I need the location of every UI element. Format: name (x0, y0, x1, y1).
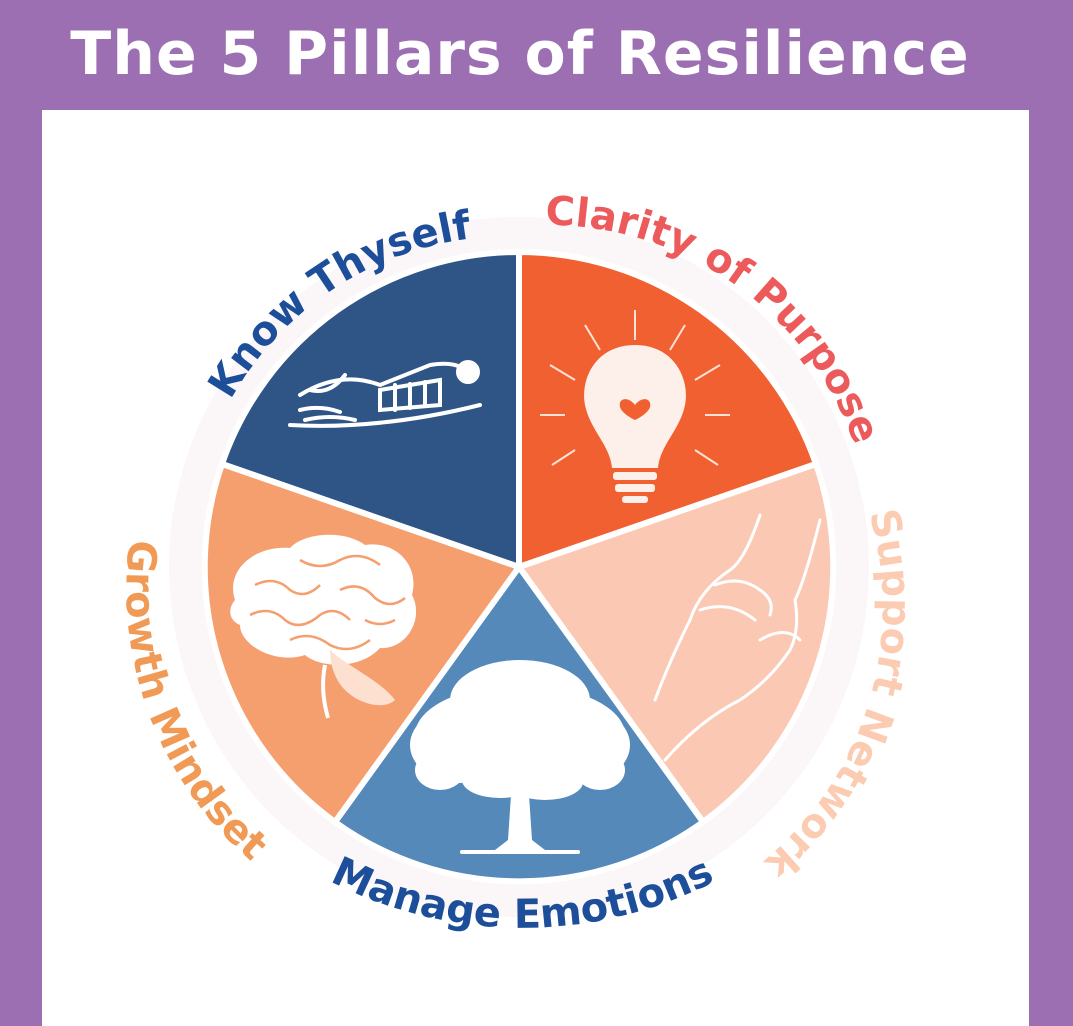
lightbulb-heart-icon (540, 310, 730, 503)
brain-icon (230, 534, 417, 719)
tree-icon (410, 660, 630, 854)
wedge-support-network[interactable] (514, 460, 837, 827)
helping-hands-icon (653, 513, 822, 762)
page-title: The 5 Pillars of Resilience (70, 19, 970, 89)
reclining-figure-icon (288, 360, 482, 428)
